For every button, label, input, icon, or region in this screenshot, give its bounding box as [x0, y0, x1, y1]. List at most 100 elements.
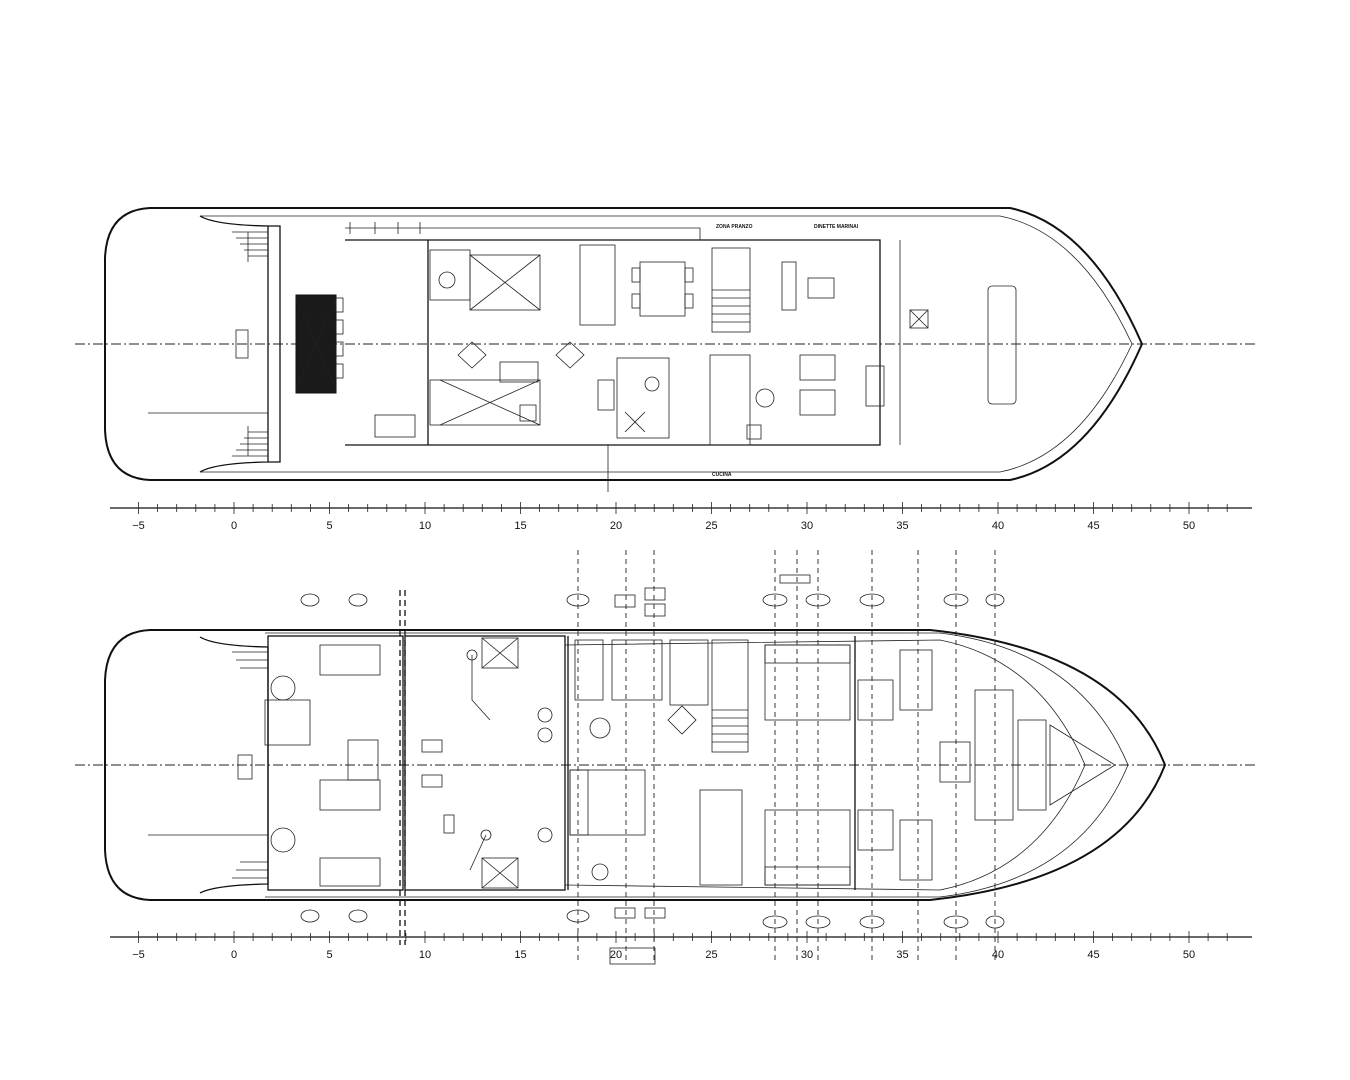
dining-table: [639, 261, 686, 317]
guest-stool: [667, 705, 697, 735]
saloon-sofa: [429, 379, 541, 426]
guest-head-aft: [574, 639, 604, 701]
cabin-port-bed: [764, 644, 851, 721]
aft-table-pattern: [295, 299, 337, 389]
guest-wc-aft: [589, 717, 611, 739]
scale-tick-label: 15: [514, 520, 526, 532]
scale-tick-label: 30: [801, 520, 813, 532]
chain-locker: [1049, 724, 1116, 806]
scale-tick-label: 30: [801, 949, 813, 961]
cabin-port-head: [857, 679, 894, 721]
sideboard-cross: [469, 254, 541, 311]
sofa-cross: [439, 379, 541, 426]
engine-unit-1-cross: [481, 637, 519, 669]
engine-pump-2: [480, 829, 492, 841]
galley-seat: [755, 388, 775, 408]
saloon-shelf: [597, 379, 615, 411]
cabin-stbd-headboard: [764, 866, 851, 886]
lower-deck-plan: [75, 550, 1255, 965]
port-shower: [899, 649, 933, 711]
cabin-stbd-wardrobe: [699, 789, 743, 886]
galley-bin: [746, 424, 762, 440]
scale-tick-label: 0: [231, 520, 237, 532]
scale-tick-label: 45: [1087, 520, 1099, 532]
saloon-sideboard: [469, 254, 541, 311]
cabin-port-headboard: [764, 644, 851, 664]
engine-unit-2-cross: [481, 857, 519, 889]
upper-dimension-line: [345, 227, 701, 240]
engine-panel-2: [421, 774, 443, 788]
stbd-shower: [899, 819, 933, 881]
dinette-label: DINETTE MARINAI: [814, 224, 859, 230]
scale-tick-label: −5: [132, 949, 145, 961]
lower-aft-hatch: [237, 754, 253, 780]
engine-filter-3: [537, 827, 553, 843]
scale-tick-label: 0: [231, 949, 237, 961]
engine-room-unit-1: [481, 637, 519, 669]
lower-fenders-bottom: [300, 909, 1005, 929]
lower-aft-stairs: [232, 651, 268, 879]
day-head-wc: [644, 376, 660, 392]
scale-tick-label: 35: [896, 520, 908, 532]
lower-stair-well: [711, 639, 749, 753]
scale-tick-label: 35: [896, 949, 908, 961]
scale-tick-label: 25: [705, 949, 717, 961]
saloon-armchair-1: [457, 341, 487, 369]
crew-bunk-3: [319, 857, 381, 887]
upper-dimension-ticks: [349, 222, 421, 234]
upper-stairs: [712, 289, 750, 323]
helm-seat: [438, 271, 456, 289]
saloon-side-unit: [374, 414, 416, 438]
engine-filter-2: [537, 727, 553, 743]
saloon-ottoman: [499, 361, 539, 383]
crew-bunk-1: [319, 644, 381, 676]
day-head: [616, 357, 670, 439]
scale-tick-label: 20: [610, 949, 622, 961]
foredeck-hatch-cross: [909, 309, 929, 329]
engine-shaft-lines: [469, 655, 491, 871]
upper-hull-outline: [104, 207, 1144, 481]
scale-tick-label: 5: [326, 520, 332, 532]
engine-filter-1: [537, 707, 553, 723]
scale-tick-label: 10: [419, 520, 431, 532]
crew-head: [347, 739, 379, 781]
cabin-stbd-bed: [764, 809, 851, 886]
crew-seat-2: [799, 389, 836, 416]
cabin-stbd-head: [857, 809, 894, 851]
upper-deckhouse-wall: [345, 239, 881, 446]
upper-hull-inner-line: [200, 215, 1133, 473]
lower-stairs: [712, 709, 748, 743]
crew-tank-1: [270, 675, 296, 701]
scale-tick-label: −5: [132, 520, 145, 532]
foredeck-sunpad: [987, 285, 1017, 405]
scale-tick-label: 40: [992, 949, 1004, 961]
crew-locker: [781, 261, 797, 311]
upper-aft-hatch: [235, 329, 249, 359]
crew-tank-2: [270, 827, 296, 853]
saloon-armchair-2: [555, 341, 585, 369]
scale-tick-label: 50: [1183, 520, 1195, 532]
vip-seat: [591, 863, 609, 881]
vip-headboard: [569, 769, 589, 836]
scale-tick-label: 20: [610, 520, 622, 532]
crew-console: [865, 365, 885, 407]
saloon-bin: [519, 404, 537, 422]
crew-quarters-block: [267, 635, 404, 891]
cucina-label: CUCINA: [712, 472, 732, 478]
zona-pranzo-label: ZONA PRANZO: [716, 224, 753, 230]
scale-tick-label: 45: [1087, 949, 1099, 961]
crew-bunk-2: [319, 779, 381, 811]
lower-hull-inner: [265, 632, 1129, 898]
guest-wardrobe: [611, 639, 663, 701]
forepeak-locker: [1017, 719, 1047, 811]
upper-transom-steps: [199, 215, 269, 473]
saloon-helm-console: [429, 249, 471, 301]
crew-seat-1: [799, 354, 836, 381]
engine-room-unit-2: [481, 857, 519, 889]
scale-tick-label: 25: [705, 520, 717, 532]
forepeak-bunk: [974, 689, 1014, 821]
lower-hull-waterline: [564, 639, 1086, 891]
upper-aft-stairs-stbd: [232, 426, 268, 457]
